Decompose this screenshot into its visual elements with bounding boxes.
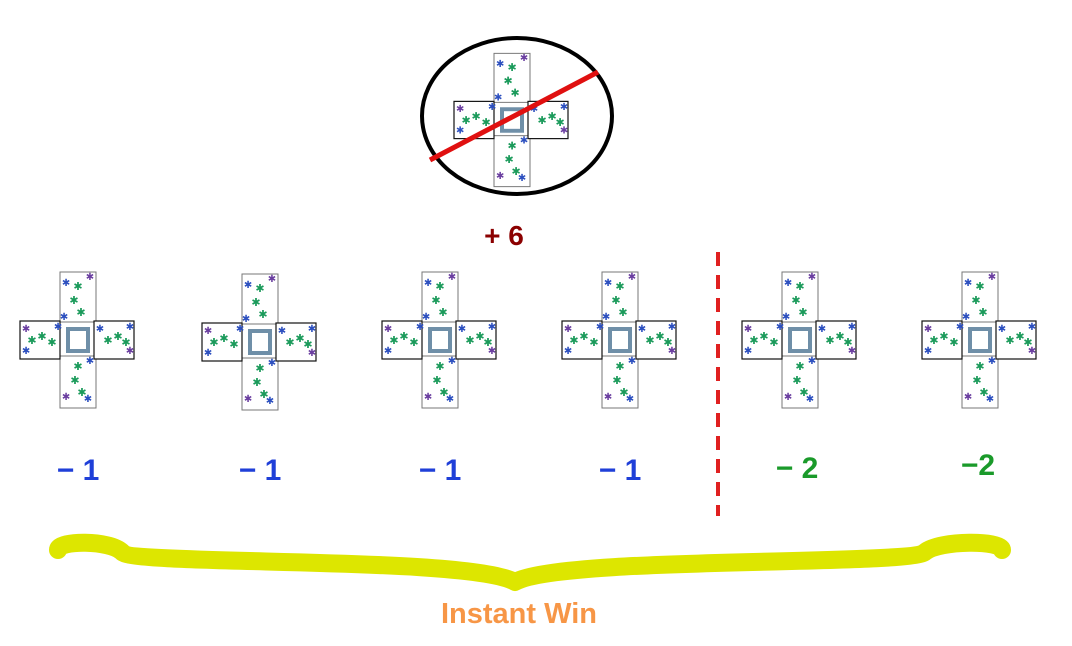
candidate-score: − 1	[238, 454, 282, 487]
group-label: Instant Win	[440, 598, 598, 630]
curly-brace	[49, 533, 1011, 591]
candidate-score: − 1	[418, 454, 462, 487]
candidate-score: − 2	[775, 452, 819, 485]
cross-tile-icon	[380, 270, 499, 410]
cross-tile-icon	[200, 272, 319, 412]
strike-line	[428, 69, 600, 163]
candidate-tiles	[18, 270, 1039, 412]
excluded-candidate	[420, 36, 614, 196]
candidate-score: −2	[960, 449, 996, 482]
excluded-score: + 6	[484, 220, 524, 251]
candidate-score: − 1	[56, 454, 100, 487]
candidate-score: − 1	[598, 454, 642, 487]
cross-tile-icon	[18, 270, 137, 410]
cross-tile-icon	[740, 270, 859, 410]
cross-tile-icon	[560, 270, 679, 410]
cross-tile-icon	[920, 270, 1039, 410]
